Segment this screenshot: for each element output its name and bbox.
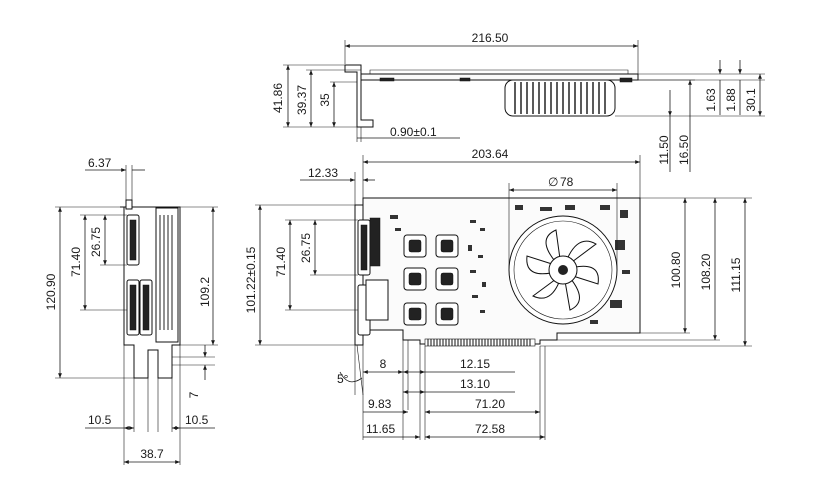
angle-label: 5° [337, 372, 349, 386]
bottom-dim-3: 13.10 [460, 377, 490, 391]
board-length-label: 203.64 [472, 147, 509, 161]
top-right-dim-2: 1.88 [724, 88, 738, 112]
front-height-101-label: 101.22±0.15 [244, 246, 258, 313]
end-tab-height-label: 7 [187, 391, 201, 398]
top-height-mid-label: 39.37 [295, 85, 309, 115]
bracket-offset-label: 12.33 [308, 166, 338, 180]
bottom-dim-2: 12.15 [460, 357, 490, 371]
end-height-26-label: 26.75 [89, 227, 103, 257]
end-right-gap-label: 10.5 [185, 413, 209, 427]
end-width-label: 38.7 [140, 447, 164, 461]
bottom-dim-4: 9.83 [368, 397, 392, 411]
top-height-total-label: 41.86 [271, 83, 285, 113]
front-height-108-label: 108.20 [699, 253, 713, 290]
top-view: 216.50 41.86 39.37 35 0.90±0.1 1.63 1.88… [271, 31, 765, 172]
diameter-symbol: ∅ [548, 175, 558, 189]
fan-dim-1: 11.50 [657, 135, 671, 164]
top-right-dim-3: 30.1 [744, 88, 758, 112]
end-height-inner-label: 109.2 [198, 277, 212, 307]
bottom-dim-1: 8 [380, 357, 387, 371]
bottom-dim-7: 72.58 [475, 422, 505, 436]
front-height-26-label: 26.75 [299, 233, 313, 263]
end-left-gap-label: 10.5 [88, 413, 112, 427]
end-view: 6.37 120.90 71.40 26.75 109.2 7 10.5 [44, 156, 218, 465]
bottom-dim-5: 71.20 [475, 397, 505, 411]
front-height-111-label: 111.15 [729, 257, 743, 292]
top-width-label: 216.50 [472, 31, 509, 45]
front-height-100-label: 100.80 [669, 251, 683, 288]
end-height-total-label: 120.90 [44, 273, 58, 310]
front-height-71-label: 71.40 [274, 247, 288, 277]
fan-diameter-label: 78 [560, 175, 574, 189]
top-right-dim-1: 1.63 [704, 88, 718, 112]
front-view: 203.64 12.33 ∅ 78 101.22±0.15 71.40 26.7… [244, 147, 752, 440]
end-top-offset-label: 6.37 [88, 156, 112, 170]
top-height-small-label: 35 [318, 93, 332, 107]
bracket-thickness-label: 0.90±0.1 [390, 125, 437, 139]
end-height-71-label: 71.40 [69, 247, 83, 277]
fan-dim-2: 16.50 [677, 135, 691, 165]
bottom-dim-6: 11.65 [366, 422, 395, 436]
